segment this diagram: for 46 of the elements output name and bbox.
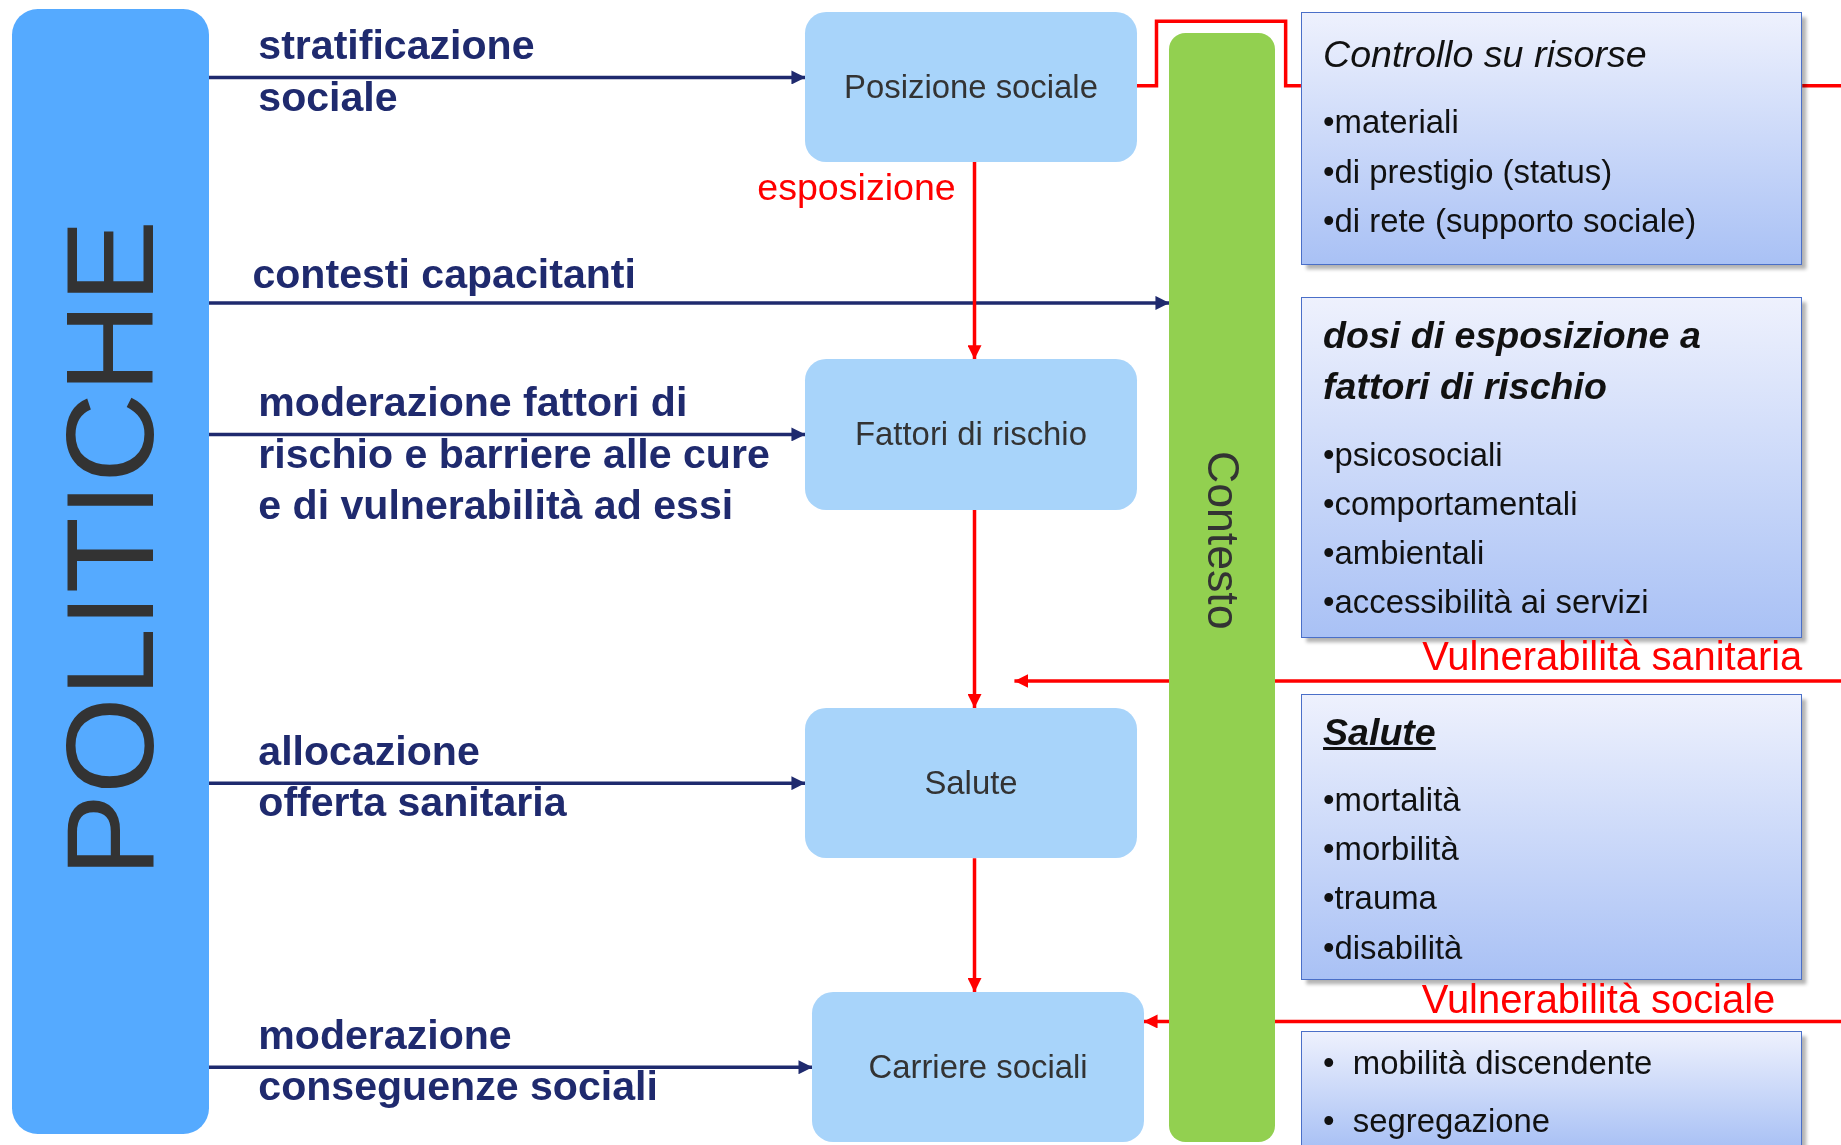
arrow: [967, 858, 982, 993]
list-item: •trauma: [1323, 878, 1438, 919]
list-item: •di rete (supporto sociale): [1323, 200, 1698, 241]
edge-label: Vulnerabilità sociale: [1420, 976, 1776, 1022]
process-box: Salute: [805, 708, 1137, 859]
edge-label: moderazione conseguenze sociali: [258, 1010, 659, 1112]
edge-label: Vulnerabilità sanitaria: [1421, 634, 1803, 679]
band-label: POLITICHE: [48, 219, 173, 877]
list-item: • mobilità discendente: [1323, 1043, 1654, 1084]
band-label: Contesto: [1199, 451, 1245, 630]
edge-label: esposizione: [756, 165, 956, 211]
list-item: •disabilità: [1323, 927, 1464, 968]
list-item: • segregazione: [1323, 1100, 1552, 1141]
edge-label: contesti capacitanti: [252, 249, 637, 299]
list-item: •ambientali: [1323, 533, 1486, 574]
info-box: [1300, 1030, 1803, 1145]
arrow: [209, 776, 806, 791]
arrow: [209, 427, 806, 442]
list-item: •materiali: [1323, 102, 1460, 143]
connector-line: [1136, 19, 1301, 88]
box-heading: Salute: [1323, 709, 1437, 755]
edge-label: allocazione offerta sanitaria: [258, 726, 568, 828]
list-item: •accessibilità ai servizi: [1323, 582, 1650, 623]
context-band: [1169, 32, 1276, 1143]
info-box: [1300, 297, 1803, 638]
list-item: •morbilità: [1323, 829, 1460, 870]
list-item: •comportamentali: [1323, 483, 1579, 524]
process-box: Fattori di rischio: [805, 359, 1137, 510]
box-heading: dosi di esposizione a fattori di rischio: [1323, 312, 1702, 410]
list-item: •psicosociali: [1323, 434, 1504, 475]
edge-label: stratificazione sociale: [258, 20, 536, 122]
process-box: Posizione sociale: [805, 11, 1137, 162]
arrow: [967, 509, 982, 708]
list-item: •di prestigio (status): [1323, 151, 1614, 192]
policy-band: [11, 9, 209, 1135]
process-box: Carriere sociali: [812, 992, 1144, 1143]
arrow: [209, 70, 806, 85]
list-item: •mortalità: [1323, 779, 1462, 820]
info-box: [1300, 693, 1803, 981]
arrow: [209, 1060, 813, 1075]
edge-label: moderazione fattori di rischio e barriere alle cure e di vulnerabilità ad essi: [258, 377, 771, 531]
connector-line: [1802, 83, 1841, 88]
info-box: [1300, 11, 1803, 266]
arrow: [967, 162, 982, 360]
box-heading: Controllo su risorse: [1323, 32, 1648, 78]
arrow: [209, 295, 1170, 310]
